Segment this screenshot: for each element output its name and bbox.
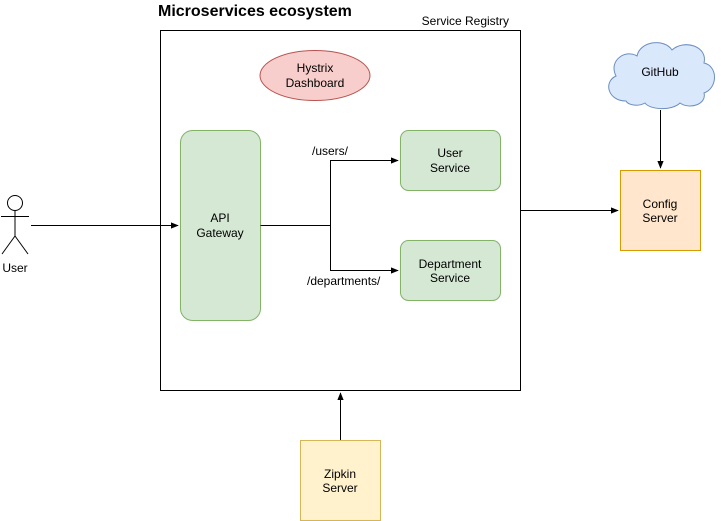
gateway-to-department-service-edge [330,225,399,274]
config-server-label-line2: Server [642,211,677,225]
route-departments-label: /departments/ [307,274,381,288]
zipkin-server-label-line1: Zipkin [324,467,356,481]
hystrix-dashboard-node[interactable] [259,50,371,101]
zipkin-server-node[interactable] [300,440,381,521]
hystrix-dashboard-label-line1: Hystrix [297,61,334,75]
user-service-label-line1: User [437,146,462,160]
api-gateway-label-line1: API [210,211,229,225]
department-service-label-line2: Service [430,271,470,285]
github-label: GitHub [641,65,679,79]
github-cloud-node[interactable] [608,42,715,110]
user-actor[interactable] [1,195,29,255]
hystrix-dashboard-label-line2: Dashboard [286,76,345,90]
route-users-label: /users/ [312,144,349,158]
department-service-node[interactable] [400,240,501,301]
user-service-label-line2: Service [430,161,470,175]
department-service-label-line1: Department [419,257,482,271]
service-registry-label: Service Registry [422,14,509,28]
user-service-node[interactable] [400,130,501,191]
config-server-label-line1: Config [643,197,678,211]
api-gateway-label-line2: Gateway [196,226,243,240]
zipkin-server-label-line2: Server [322,481,357,495]
user-actor-label: User [2,261,27,275]
gateway-to-user-service-edge [260,157,399,226]
diagram-title: Microservices ecosystem [158,3,352,20]
config-server-node[interactable] [620,170,701,251]
